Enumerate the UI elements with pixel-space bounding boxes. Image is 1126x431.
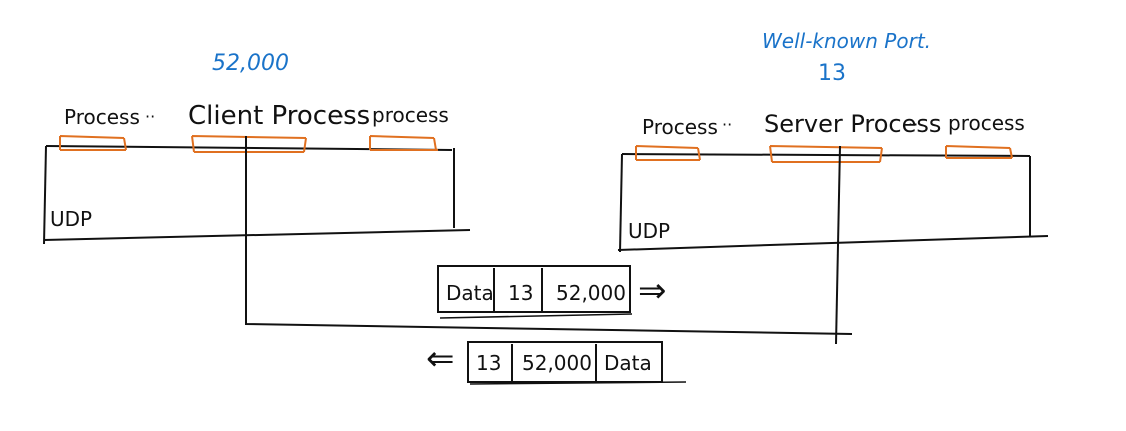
packet-in-arrow: ⇐ <box>426 339 455 379</box>
server-slot-main-process <box>769 145 883 163</box>
packet-out-cell-data: Data <box>446 281 494 305</box>
server-main-process-label: Server Process <box>764 110 941 138</box>
server-udp-label: UDP <box>628 219 670 243</box>
server-slot-process-left <box>635 145 701 161</box>
client-port-slots <box>59 135 438 153</box>
packet-out-cell-src-port: 52,000 <box>556 281 626 305</box>
server-process-right-label: process <box>948 111 1025 135</box>
client-udp-box <box>43 145 471 245</box>
client-slot-main-process <box>191 135 307 153</box>
server-dots-left: ·· <box>722 115 732 134</box>
client-process-line <box>245 136 853 335</box>
server-dots-right: ·· <box>908 115 918 134</box>
packet-inbound: ⇐ 13 52,000 Data <box>426 339 687 385</box>
client-process-right-label: process <box>372 103 449 127</box>
client-slot-process-right <box>369 135 438 151</box>
client-slot-process-left <box>59 135 127 151</box>
packet-outbound: Data 13 52,000 ⇒ <box>437 265 667 319</box>
packet-out-arrow: ⇒ <box>638 271 667 311</box>
client-port-label: 52,000 <box>212 51 289 76</box>
server-port-slots <box>635 145 1013 163</box>
client-dots-left: ·· <box>145 107 155 126</box>
client-udp-label: UDP <box>50 207 92 231</box>
packet-in-cell-dest-port: 13 <box>476 351 501 375</box>
packet-in-cell-data: Data <box>604 351 652 375</box>
packet-out-cell-dest-port: 13 <box>508 281 533 305</box>
server-process-left-label: Process <box>642 115 718 139</box>
server-port-label: 13 <box>818 61 846 86</box>
client-main-process-label: Client Process <box>188 101 370 131</box>
server-slot-process-right <box>945 145 1013 159</box>
client-process-left-label: Process <box>64 105 140 129</box>
server-process-line <box>835 145 841 345</box>
server-port-caption: Well-known Port. <box>762 29 931 53</box>
server-udp-box <box>617 153 1049 253</box>
packet-in-cell-src-port: 52,000 <box>522 351 592 375</box>
client-dots-right: ·· <box>334 107 344 126</box>
